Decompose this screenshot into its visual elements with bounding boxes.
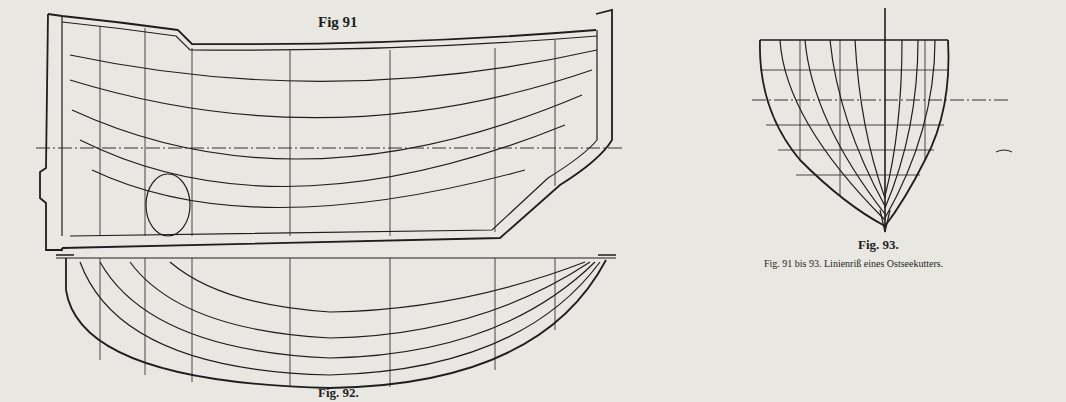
figure-label: Fig. 93. [858,238,899,252]
body-plan-view [752,8,1012,232]
figure-label: Fig. 92. [318,386,359,400]
half-breadth-view [56,255,616,388]
profile-view [36,10,625,250]
figure-label: Fig 91 [318,14,358,31]
figure-caption: Fig. 91 bis 93. Linienriß eines Ostseeku… [764,258,943,269]
